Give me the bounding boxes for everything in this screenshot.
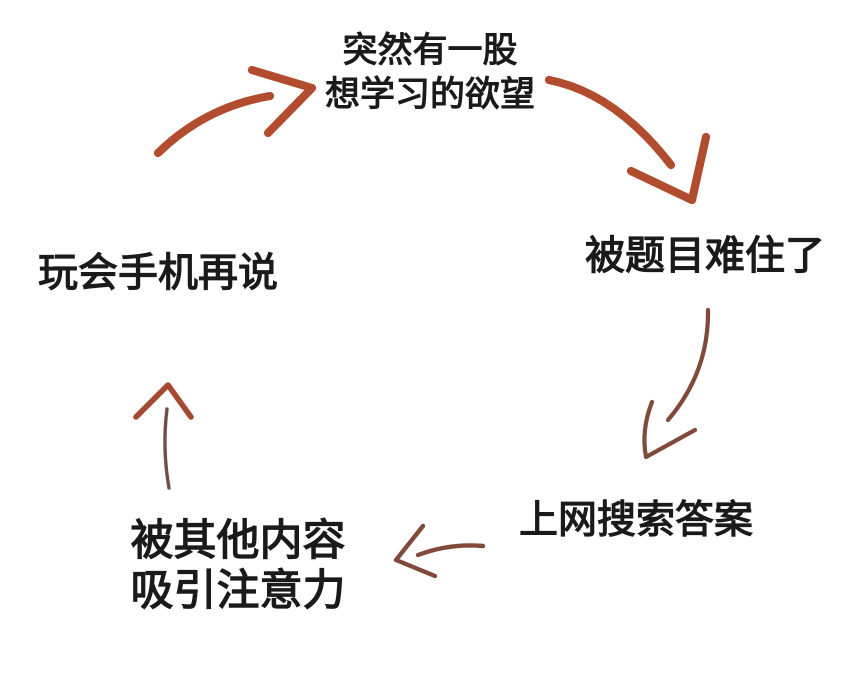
node-text-line: 想学习的欲望 <box>324 75 536 114</box>
arrow-shaft <box>163 407 171 490</box>
node-stuck-on-problem: 被题目难住了 <box>585 233 825 279</box>
arrow-shaft <box>544 75 676 170</box>
node-distracted-by-content: 被其他内容 吸引注意力 <box>131 516 346 616</box>
node-play-phone-first: 玩会手机再说 <box>38 250 278 296</box>
arrow-right-to-bottomright <box>642 307 711 460</box>
arrow-head-icon <box>247 65 317 138</box>
arrow-bottomright-to-bottomleft <box>393 523 486 579</box>
node-text-line: 突然有一股 <box>342 31 518 70</box>
arrow-shaft <box>665 307 711 423</box>
node-text-line: 被题目难住了 <box>585 234 825 278</box>
arrow-head-icon <box>642 399 698 460</box>
node-text-line: 吸引注意力 <box>130 567 346 615</box>
arrow-bottomleft-to-left <box>133 382 194 490</box>
arrow-left-to-top <box>153 65 317 158</box>
arrow-shaft <box>153 91 275 158</box>
arrow-head-icon <box>393 523 438 579</box>
node-text-line: 玩会手机再说 <box>38 251 278 295</box>
node-text-line: 被其他内容 <box>130 517 346 565</box>
arrow-top-to-right <box>544 75 711 205</box>
arrow-shaft <box>415 543 486 558</box>
node-study-urge: 突然有一股 想学习的欲望 <box>325 29 535 117</box>
node-search-online: 上网搜索答案 <box>519 498 753 544</box>
arrow-head-icon <box>626 132 711 205</box>
node-text-line: 上网搜索答案 <box>519 499 754 542</box>
arrow-head-icon <box>133 382 194 420</box>
